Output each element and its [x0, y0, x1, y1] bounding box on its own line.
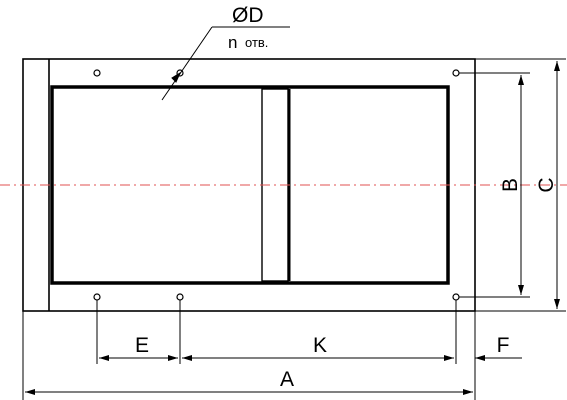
- hole-top-2: [176, 69, 184, 77]
- label-k: K: [313, 334, 327, 357]
- hole-bottom-1: [93, 293, 101, 301]
- extension-lines: [22, 58, 566, 400]
- label-a: A: [280, 368, 294, 391]
- dimension-lines: [25, 61, 560, 395]
- label-f: F: [497, 334, 510, 357]
- label-c: C: [535, 177, 558, 192]
- label-holes-n: n: [228, 33, 237, 52]
- hole-top-1: [93, 69, 101, 77]
- hole-bottom-2: [176, 293, 184, 301]
- hole-top-3: [452, 69, 460, 77]
- label-holes-suffix: отв.: [245, 35, 268, 50]
- leader-arrowhead: [171, 71, 182, 83]
- label-b: B: [499, 178, 522, 192]
- label-diameter: ØD: [232, 4, 264, 27]
- diameter-leader: [161, 26, 290, 101]
- hole-bottom-3: [452, 293, 460, 301]
- label-e: E: [135, 334, 149, 357]
- leader-diagonal: [161, 26, 213, 101]
